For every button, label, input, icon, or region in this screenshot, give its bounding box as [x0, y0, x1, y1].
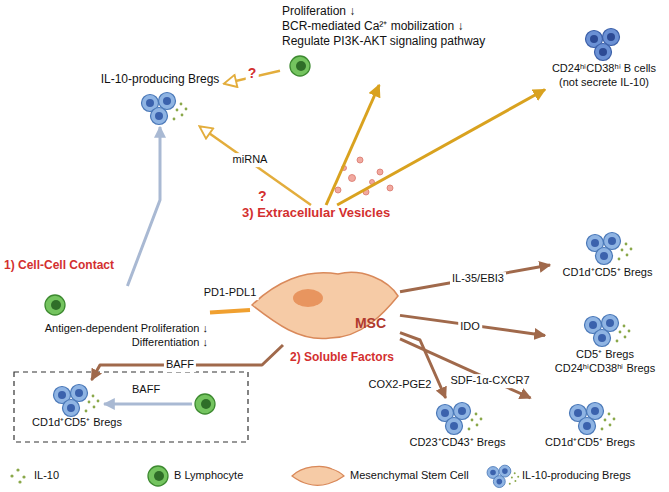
node-text: 3) Extracellular Vesicles [242, 205, 403, 221]
legend-text: IL-10 [34, 469, 59, 482]
connector [127, 127, 160, 286]
connector [210, 310, 250, 313]
msc-body [252, 272, 398, 338]
legend-il10-icon [10, 468, 25, 483]
node-text: Proliferation ↓ [282, 4, 513, 19]
edge-label: ? [246, 65, 259, 83]
dashed-group-box [14, 372, 248, 442]
section-heading: 1) Cell-Cell Contact [4, 258, 114, 272]
il10-dots [616, 325, 631, 343]
edge-label: IL-35/EBI3 [450, 272, 506, 286]
breg-cluster: CD23⁺CD43⁺ Bregs [400, 398, 515, 452]
node-text: CD24ʰⁱCD38ʰⁱ B cells (not secrete IL-10) [547, 62, 661, 90]
node-text: CD1d⁺CD5⁺ Bregs [532, 436, 648, 450]
node-text: CD1d⁺CD5⁺ Bregs [24, 416, 130, 430]
connector [92, 345, 283, 380]
breg-cells-dark [586, 29, 620, 61]
edge-label: PD1-PDL1 [202, 286, 259, 300]
edge-label: IDO [458, 320, 482, 334]
msc-cell: MSC [250, 265, 400, 345]
node-text: CD23⁺CD43⁺ Bregs [402, 436, 513, 450]
node-text: Differentiation ↓ [22, 336, 208, 350]
edge-label: COX2-PGE2 [367, 378, 434, 392]
legend-breg-icon [487, 465, 519, 487]
legend-text: Mesenchymal Stem Cell [350, 469, 469, 482]
node-text: MSC [252, 315, 386, 333]
il10-dots [468, 413, 483, 431]
node-text: CD1d⁺CD5⁺ Bregs [552, 266, 663, 280]
legend-text: B Lymphocyte [174, 469, 243, 482]
b-cell [290, 56, 310, 76]
node-text: Regulate PI3K-AKT signaling pathway [282, 34, 513, 49]
b-cell [195, 394, 215, 414]
node-text: BCR-mediated Ca²⁺ mobilization ↓ [282, 19, 513, 34]
b-lymphocyte: Antigen-dependent Proliferation ↓Differe… [20, 286, 210, 352]
factor-label: BAFF [130, 383, 162, 396]
b-cell-cluster: CD24ʰⁱCD38ʰⁱ B cells (not secrete IL-10) [545, 22, 663, 92]
node-text: CD24ʰⁱCD38ʰⁱ Bregs [547, 362, 663, 376]
connector [400, 315, 545, 335]
breg-cells [437, 403, 471, 435]
il10-dots [173, 103, 188, 121]
breg-cluster: CD1d⁺CD5⁺ Bregs [550, 228, 665, 282]
edge-label: SDF-1α-CXCR7 [448, 374, 531, 388]
breg-cluster: IL-10-producing Bregs [95, 70, 225, 127]
baff-inner-arrow [104, 403, 192, 406]
connector [337, 90, 545, 205]
breg-cluster: CD1d⁺CD5⁺ Bregs [22, 380, 132, 432]
il10-dots [85, 395, 100, 413]
mechanism-heading: 3) Extracellular Vesicles [240, 205, 405, 221]
msc-nucleus [293, 289, 323, 307]
node-text: CD5⁺ Bregs [547, 348, 663, 362]
connector [200, 127, 311, 205]
b-lymphocyte: Proliferation ↓BCR-mediated Ca²⁺ mobiliz… [280, 2, 515, 85]
breg-cells [142, 93, 176, 125]
legend-text: IL-10-producing Bregs [522, 469, 631, 482]
connector [400, 265, 550, 292]
edge-label: BAFF [164, 358, 196, 372]
edge-label: miRNA [231, 153, 270, 167]
il10-dots [618, 243, 633, 261]
legend-b-cell-icon [148, 466, 168, 486]
il10-dots [601, 413, 616, 431]
breg-cells [54, 385, 88, 417]
breg-cluster: CD5⁺ BregsCD24ʰⁱCD38ʰⁱ Bregs [545, 310, 665, 378]
node-text: IL-10-producing Bregs [97, 72, 223, 87]
breg-cells [587, 233, 621, 265]
breg-cells [585, 315, 619, 347]
b-cell [45, 295, 65, 315]
breg-cluster: CD1d⁺CD5⁺ Bregs [530, 398, 650, 452]
node-text: Antigen-dependent Proliferation ↓ [22, 322, 208, 336]
question-mark: ? [258, 188, 267, 205]
breg-cells [570, 403, 604, 435]
legend-msc-icon [292, 466, 344, 485]
section-heading: 2) Soluble Factors [290, 350, 394, 364]
